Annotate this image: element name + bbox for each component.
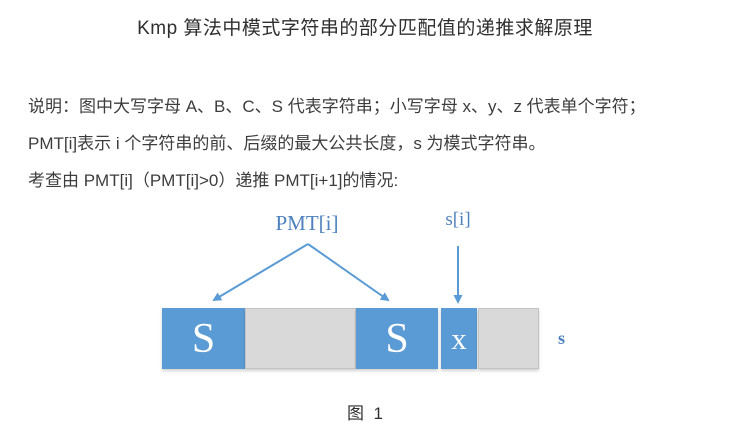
bar-segment-char-x: x — [441, 308, 477, 369]
s-i-label: s[i] — [445, 209, 471, 230]
page-title: Kmp 算法中模式字符串的部分匹配值的递推求解原理 — [137, 18, 593, 39]
pattern-string-s-label: s — [558, 328, 566, 348]
description-line-3: 考查由 PMT[i]（PMT[i]>0）递推 PMT[i+1]的情况: — [28, 171, 399, 190]
bar-segment-tail-gap — [478, 308, 539, 369]
description-line-2: PMT[i]表示 i 个字符串的前、后缀的最大公共长度，s 为模式字符串。 — [28, 134, 546, 153]
bar-segment-suffix-s: S — [356, 308, 438, 369]
pmt-i-label: PMT[i] — [275, 211, 339, 235]
pointer-arrows-icon — [212, 243, 463, 304]
description-line-1: 说明：图中大写字母 A、B、C、S 代表字符串；小写字母 x、y、z 代表单个字… — [28, 97, 646, 116]
bar-segment-prefix-s: S — [162, 308, 245, 369]
description-paragraph: 说明：图中大写字母 A、B、C、S 代表字符串；小写字母 x、y、z 代表单个字… — [28, 88, 718, 199]
figure-caption: 图 1 — [347, 404, 383, 423]
bar-segment-middle-gap — [245, 308, 356, 369]
